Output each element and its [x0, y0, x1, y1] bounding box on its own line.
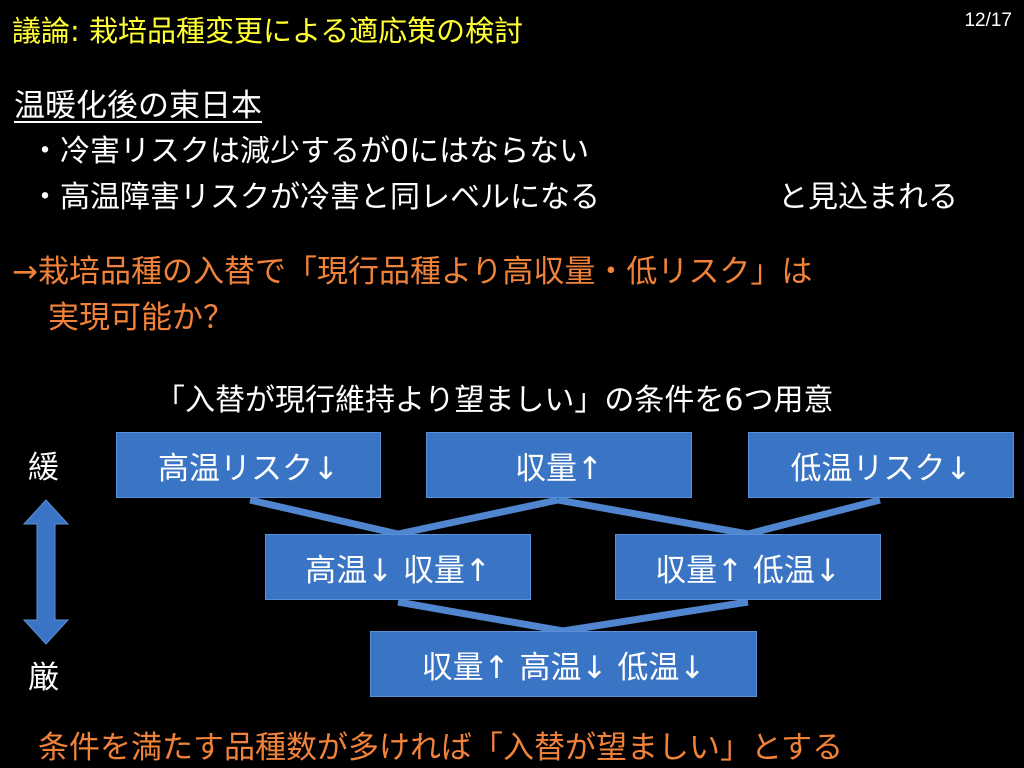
box-heat-risk-down: 高温リスク↓	[116, 432, 381, 498]
conclusion-footer: 条件を満たす品種数が多ければ「入替が望ましい」とする	[38, 730, 844, 766]
bullet-heat-risk: ・高温障害リスクが冷害と同レベルになる	[30, 180, 600, 215]
connector-cold-to-yieldcold	[747, 496, 881, 538]
connector-yield-to-hotyield	[397, 496, 559, 538]
slide-title: 議論: 栽培品種変更による適応策の検討	[12, 14, 524, 48]
scale-label-mild: 緩	[28, 450, 59, 486]
box-cold-risk-down: 低温リスク↓	[748, 432, 1014, 498]
connector-hot-to-hotyield	[249, 496, 399, 538]
box-all-conditions: 収量↑ 高温↓ 低温↓	[370, 631, 757, 697]
page-number: 12/17	[964, 10, 1012, 31]
scale-label-strict: 厳	[28, 660, 59, 696]
box-heat-down-yield-up: 高温↓ 収量↑	[265, 534, 531, 600]
connector-hotyield-to-all	[397, 598, 564, 635]
bullet-cold-risk: ・冷害リスクは減少するが0にはならない	[30, 134, 590, 169]
subheading: 温暖化後の東日本	[14, 88, 262, 124]
conditions-caption: 「入替が現行維持より望ましい」の条件を6つ用意	[155, 383, 834, 418]
question-line-2: 実現可能か？	[48, 300, 234, 336]
connector-yieldcold-to-all	[562, 598, 749, 635]
double-vertical-arrow-icon	[22, 499, 70, 645]
question-line-1: →栽培品種の入替で「現行品種より高収量・低リスク」は	[12, 254, 813, 290]
bullet-expectation-suffix: と見込まれる	[778, 180, 958, 215]
box-yield-up: 収量↑	[426, 432, 692, 498]
box-yield-up-cold-down: 収量↑ 低温↓	[615, 534, 881, 600]
connector-yield-to-yieldcold	[557, 496, 749, 538]
